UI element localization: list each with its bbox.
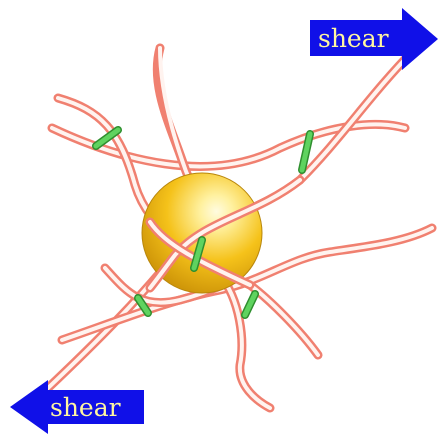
shear-label-top: shear — [318, 24, 389, 53]
shear-arrow-bottom: shear — [10, 380, 144, 434]
shear-arrow-top: shear — [310, 8, 438, 70]
shear-label-bottom: shear — [50, 393, 121, 422]
fiber-1 — [52, 124, 405, 166]
